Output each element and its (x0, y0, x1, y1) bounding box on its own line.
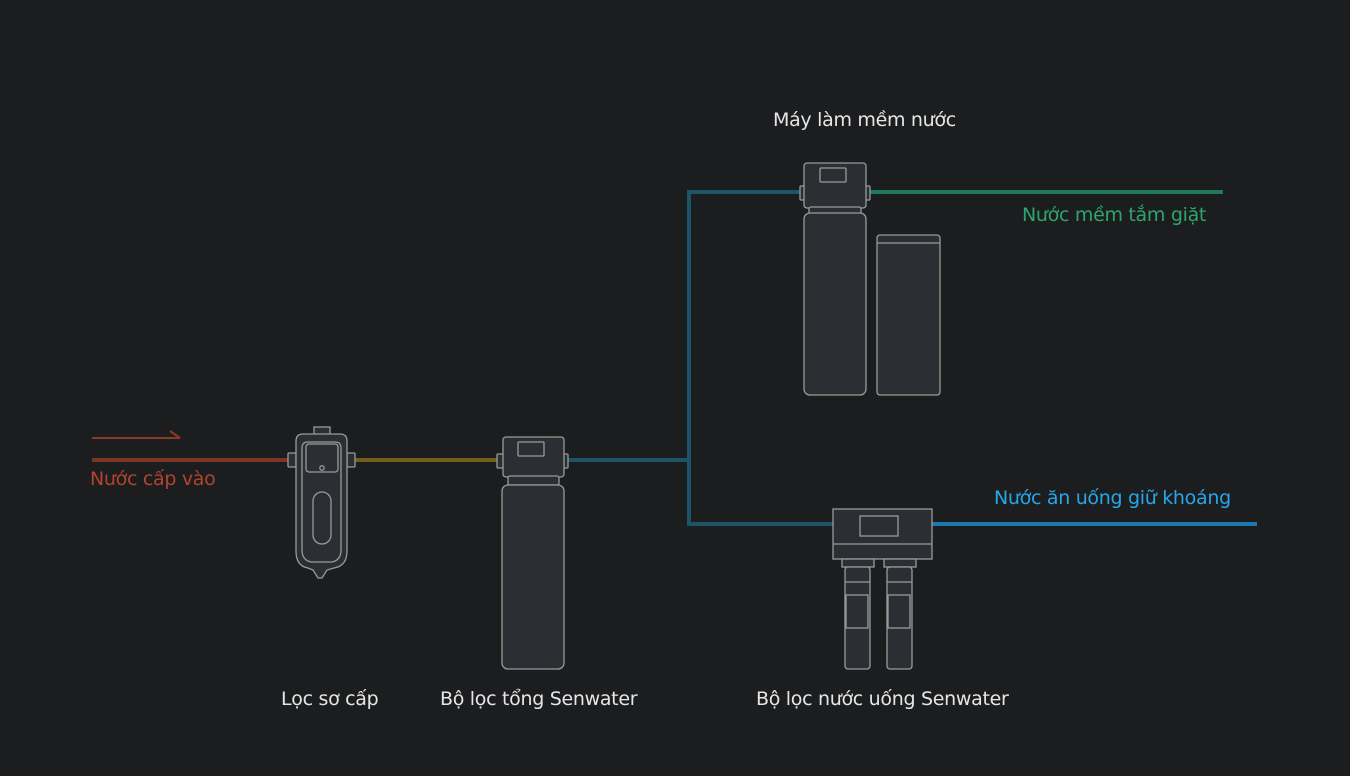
softener-branch-pipe (687, 190, 806, 460)
drinking-branch-pipe (687, 460, 834, 526)
main-filter-label: Bộ lọc tổng Senwater (440, 688, 638, 710)
prefilter-device (287, 426, 356, 579)
main-filter-device (496, 436, 569, 670)
drinking-filter-device (832, 508, 933, 670)
soft-water-output-label: Nước mềm tắm giặt (1022, 204, 1207, 226)
softener-label: Máy làm mềm nước (773, 109, 956, 131)
water-softener-device (799, 162, 941, 396)
arrow-right-icon (92, 430, 181, 439)
inlet-label: Nước cấp vào (90, 468, 216, 490)
drinking-filter-label: Bộ lọc nước uống Senwater (756, 688, 1009, 710)
drinking-water-output-label: Nước ăn uống giữ khoáng (994, 487, 1231, 509)
prefilter-label: Lọc sơ cấp (281, 688, 379, 710)
